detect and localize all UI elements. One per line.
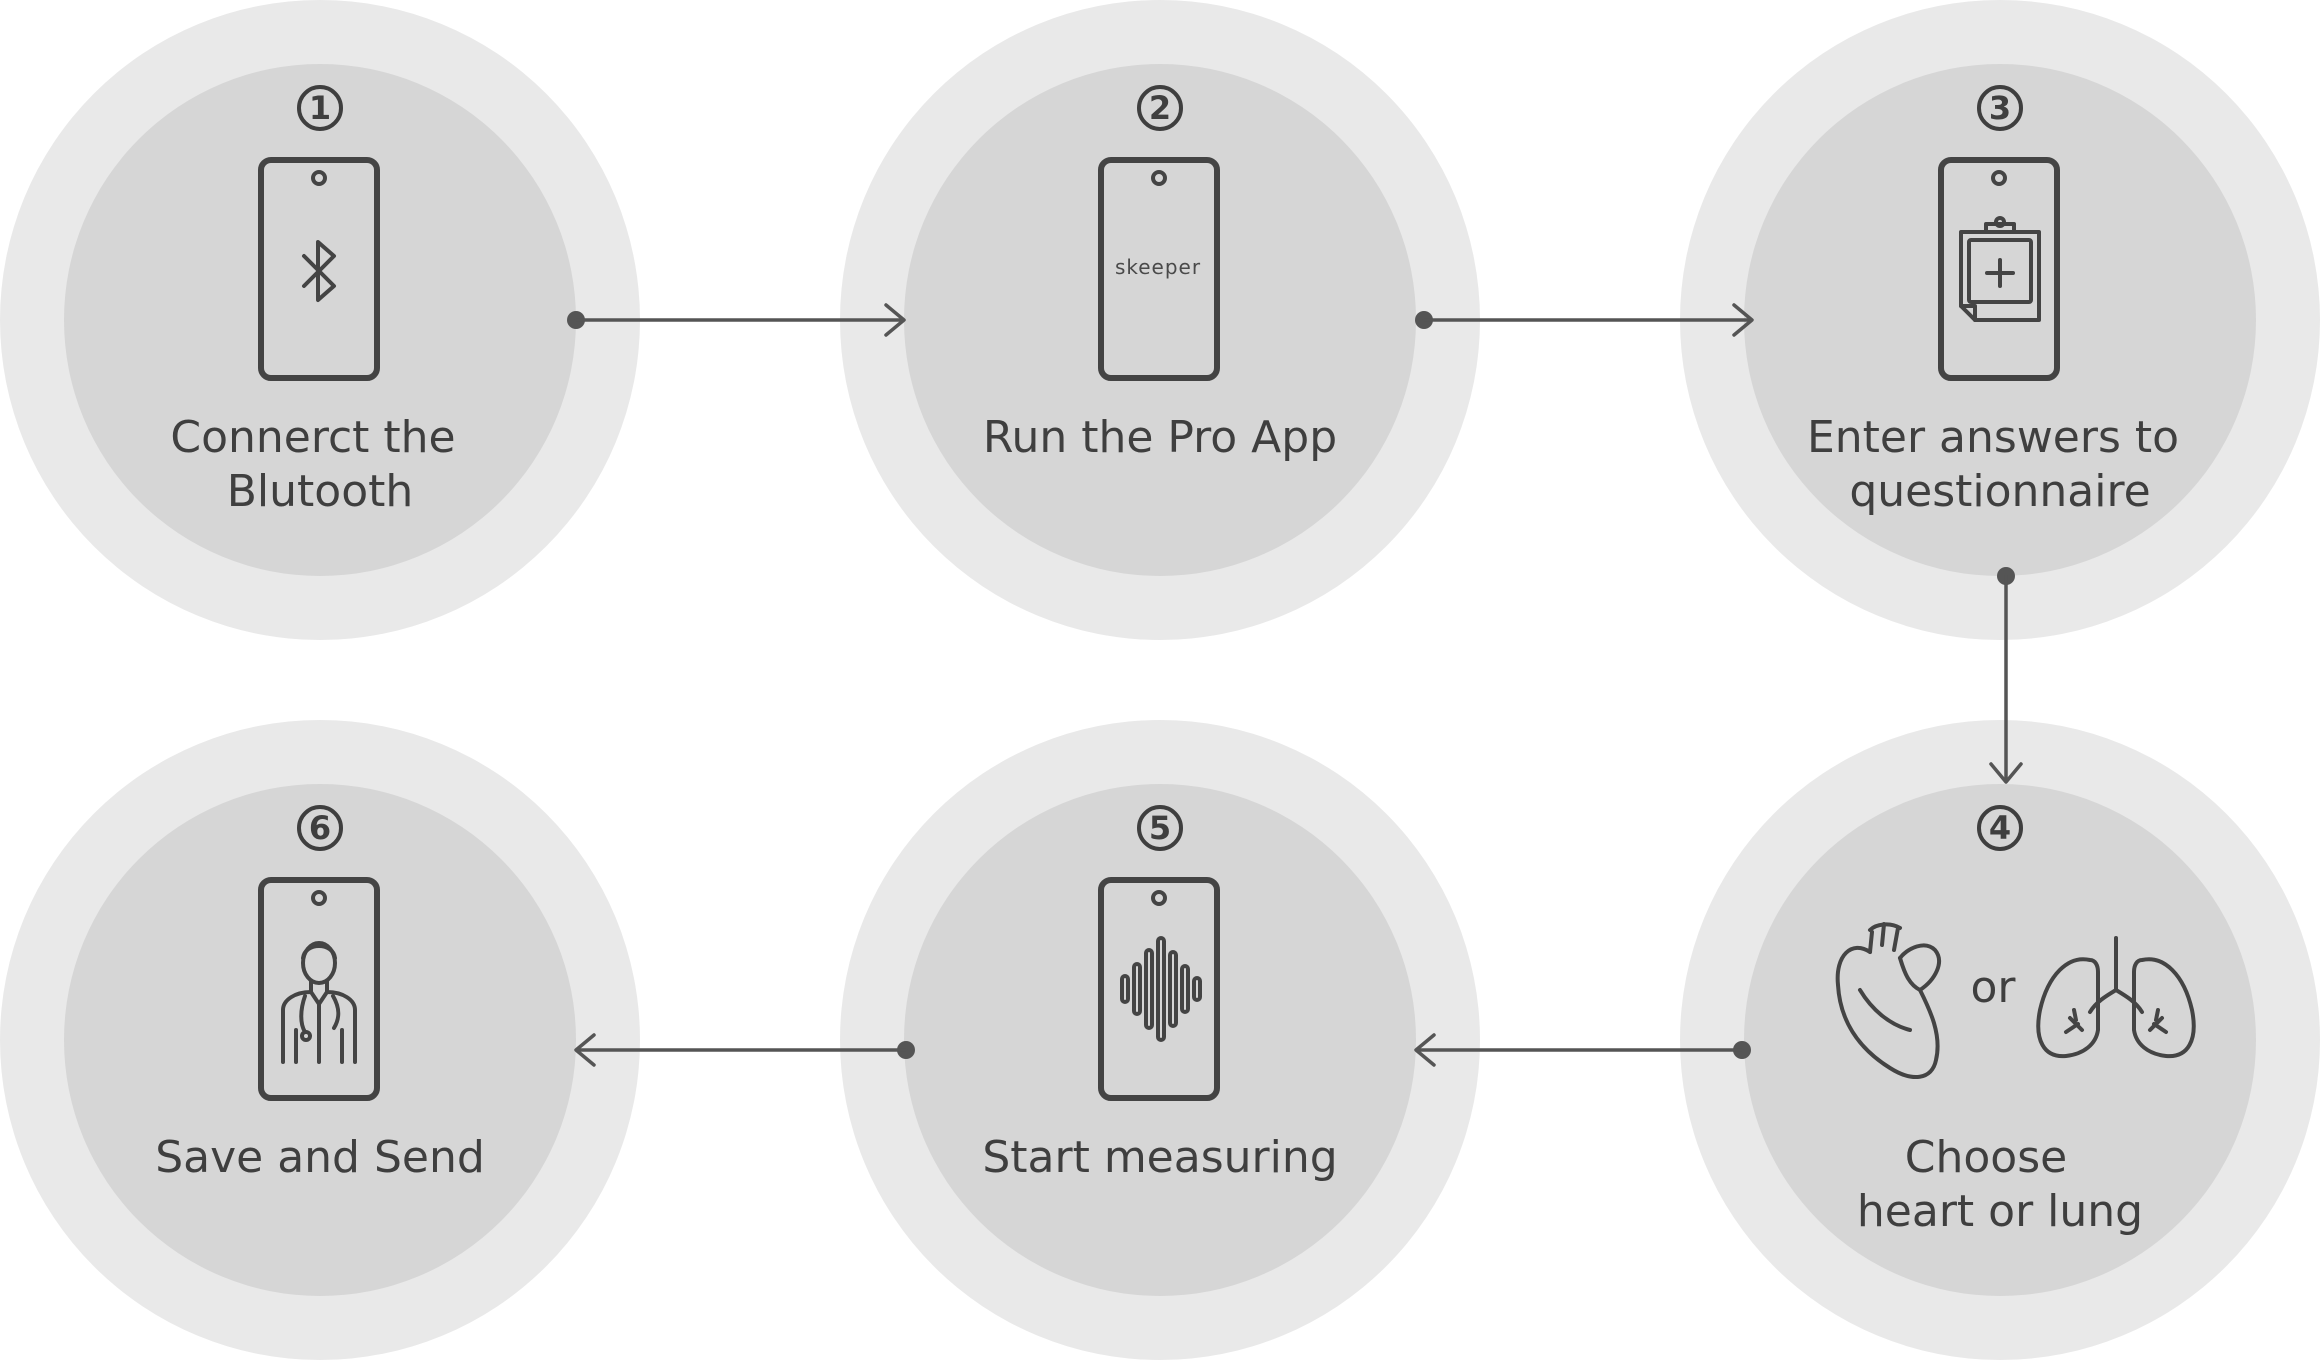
step-4-label-line-2: heart or lung [1857, 1186, 2143, 1237]
step-3-label-line-1: Enter answers to [1807, 412, 2179, 463]
step-5-number-badge: 5 [1137, 805, 1183, 851]
clipboard-phone-icon [1938, 157, 2060, 381]
step-6-label-line-1: Save and Send [155, 1132, 485, 1183]
step-6-label: Save and Send [155, 1132, 485, 1183]
step-2-label: Run the Pro App [983, 412, 1337, 463]
step-4-node [1680, 720, 2320, 1360]
step-1-label-line-2: Blutooth [227, 466, 414, 517]
soundwave-phone-icon [1098, 877, 1220, 1101]
step-1-number: 1 [309, 89, 331, 127]
heart-icon [1835, 922, 1941, 1080]
inner-circle [904, 64, 1416, 576]
heart-lung-icon: or [1835, 922, 2196, 1080]
step-5-number: 5 [1149, 809, 1171, 847]
app-phone-icon: skeeper [1098, 157, 1220, 381]
step-2-number-badge: 2 [1137, 85, 1183, 131]
arrow-4-to-5 [1414, 1033, 1751, 1067]
step-3-number-badge: 3 [1977, 85, 2023, 131]
step-3-number: 3 [1989, 89, 2011, 127]
step-3-label-line-2: questionnaire [1849, 466, 2150, 517]
or-text: or [1970, 962, 2016, 1013]
step-5-label-line-1: Start measuring [982, 1132, 1337, 1183]
step-4-number-badge: 4 [1977, 805, 2023, 851]
arrow-5-to-6 [574, 1033, 915, 1067]
lungs-icon [2036, 936, 2196, 1059]
step-1-label: Connerct the Blutooth [170, 412, 469, 517]
step-2-number: 2 [1149, 89, 1171, 127]
step-1-node [0, 0, 640, 640]
step-2-label-line-1: Run the Pro App [983, 412, 1337, 463]
arrow-2-to-3 [1415, 303, 1754, 337]
arrow-3-to-4 [1989, 567, 2023, 784]
step-4-label-line-1: Choose [1905, 1132, 2067, 1183]
inner-circle [64, 64, 576, 576]
step-4-label: Choose heart or lung [1857, 1132, 2143, 1237]
step-4-number: 4 [1989, 809, 2011, 847]
step-6-number: 6 [309, 809, 331, 847]
inner-circle [1744, 784, 2256, 1296]
step-1-number-badge: 1 [297, 85, 343, 131]
doctor-phone-icon [258, 877, 380, 1101]
step-5-label: Start measuring [982, 1132, 1337, 1183]
step-1-label-line-1: Connerct the [170, 412, 455, 463]
step-6-number-badge: 6 [297, 805, 343, 851]
bluetooth-phone-icon [258, 157, 380, 381]
step-2-node [840, 0, 1480, 640]
brand-text: skeeper [1115, 255, 1201, 279]
arrow-1-to-2 [567, 303, 906, 337]
step-3-label: Enter answers to questionnaire [1807, 412, 2193, 517]
